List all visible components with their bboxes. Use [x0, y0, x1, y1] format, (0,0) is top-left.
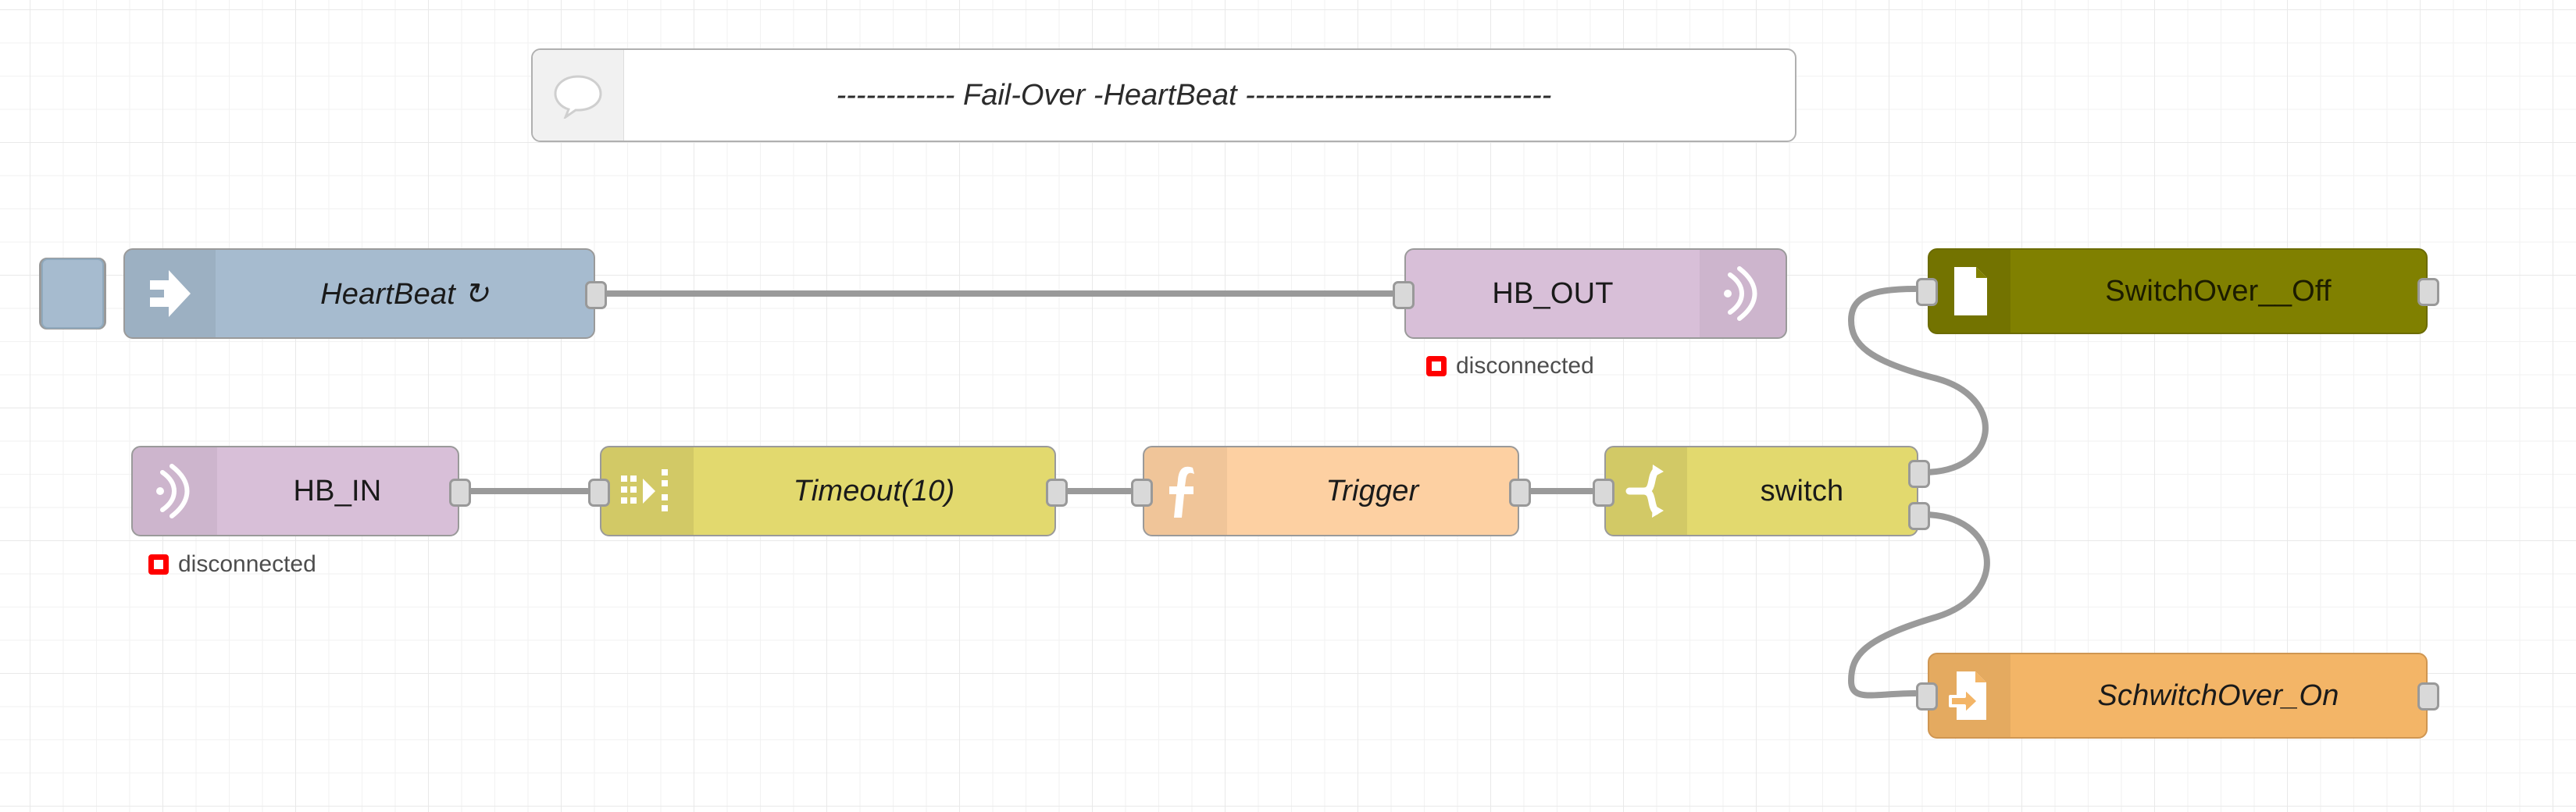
node-switch[interactable]: switch — [1593, 446, 1930, 536]
mqtt-signal-icon — [133, 447, 217, 535]
switch-branch-icon — [1606, 447, 1687, 535]
file-document-icon — [1929, 250, 2010, 333]
inject-trigger-button[interactable] — [39, 258, 106, 329]
port-in-hb-out[interactable] — [1393, 281, 1415, 309]
node-heartbeat-label: HeartBeat ↻ — [320, 277, 489, 311]
status-hb-in: disconnected — [148, 551, 316, 578]
file-arrow-icon — [1929, 654, 2010, 737]
node-hb-out[interactable]: HB_OUT — [1393, 248, 1787, 339]
port-out-switchover-off[interactable] — [2417, 278, 2439, 306]
comment-text: ------------ Fail-Over -HeartBeat ------… — [836, 78, 1552, 112]
node-switchover-off-label: SwitchOver__Off — [2105, 274, 2332, 308]
node-trigger-label: Trigger — [1325, 474, 1419, 508]
function-f-icon — [1144, 447, 1227, 535]
status-hb-in-text: disconnected — [178, 551, 316, 577]
port-in-timeout[interactable] — [588, 479, 610, 507]
node-switch-label: switch — [1760, 474, 1844, 508]
port-out-switch-1[interactable] — [1908, 460, 1930, 488]
status-error-icon — [148, 554, 169, 575]
node-hb-out-label: HB_OUT — [1492, 276, 1614, 310]
port-out-trigger[interactable] — [1509, 479, 1531, 507]
node-heartbeat[interactable]: HeartBeat ↻ — [123, 248, 607, 339]
port-in-schwitchover-on[interactable] — [1916, 682, 1938, 710]
comment-node[interactable]: ------------ Fail-Over -HeartBeat ------… — [531, 48, 1796, 142]
node-trigger[interactable]: Trigger — [1131, 446, 1531, 536]
node-hb-in-label: HB_IN — [293, 474, 382, 508]
inject-arrow-icon — [125, 250, 216, 337]
port-in-switch[interactable] — [1593, 479, 1614, 507]
port-out-heartbeat[interactable] — [585, 281, 607, 309]
port-out-hb-in[interactable] — [449, 479, 471, 507]
mqtt-signal-icon — [1700, 250, 1786, 337]
node-schwitchover-on[interactable]: SchwitchOver_On — [1916, 653, 2439, 739]
port-out-timeout[interactable] — [1046, 479, 1068, 507]
port-out-schwitchover-on[interactable] — [2417, 682, 2439, 710]
node-timeout[interactable]: Timeout(10) — [588, 446, 1068, 536]
status-hb-out: disconnected — [1426, 353, 1594, 379]
port-in-trigger[interactable] — [1131, 479, 1153, 507]
node-switchover-off[interactable]: SwitchOver__Off — [1916, 248, 2439, 334]
status-hb-out-text: disconnected — [1456, 353, 1594, 379]
batch-matrix-icon — [601, 447, 694, 535]
port-out-switch-2[interactable] — [1908, 502, 1930, 530]
port-in-switchover-off[interactable] — [1916, 278, 1938, 306]
node-hb-in[interactable]: HB_IN — [131, 446, 471, 536]
node-timeout-label: Timeout(10) — [793, 474, 955, 508]
node-schwitchover-on-label: SchwitchOver_On — [2097, 678, 2339, 712]
comment-bubble-icon — [533, 50, 624, 141]
status-error-icon — [1426, 356, 1447, 376]
